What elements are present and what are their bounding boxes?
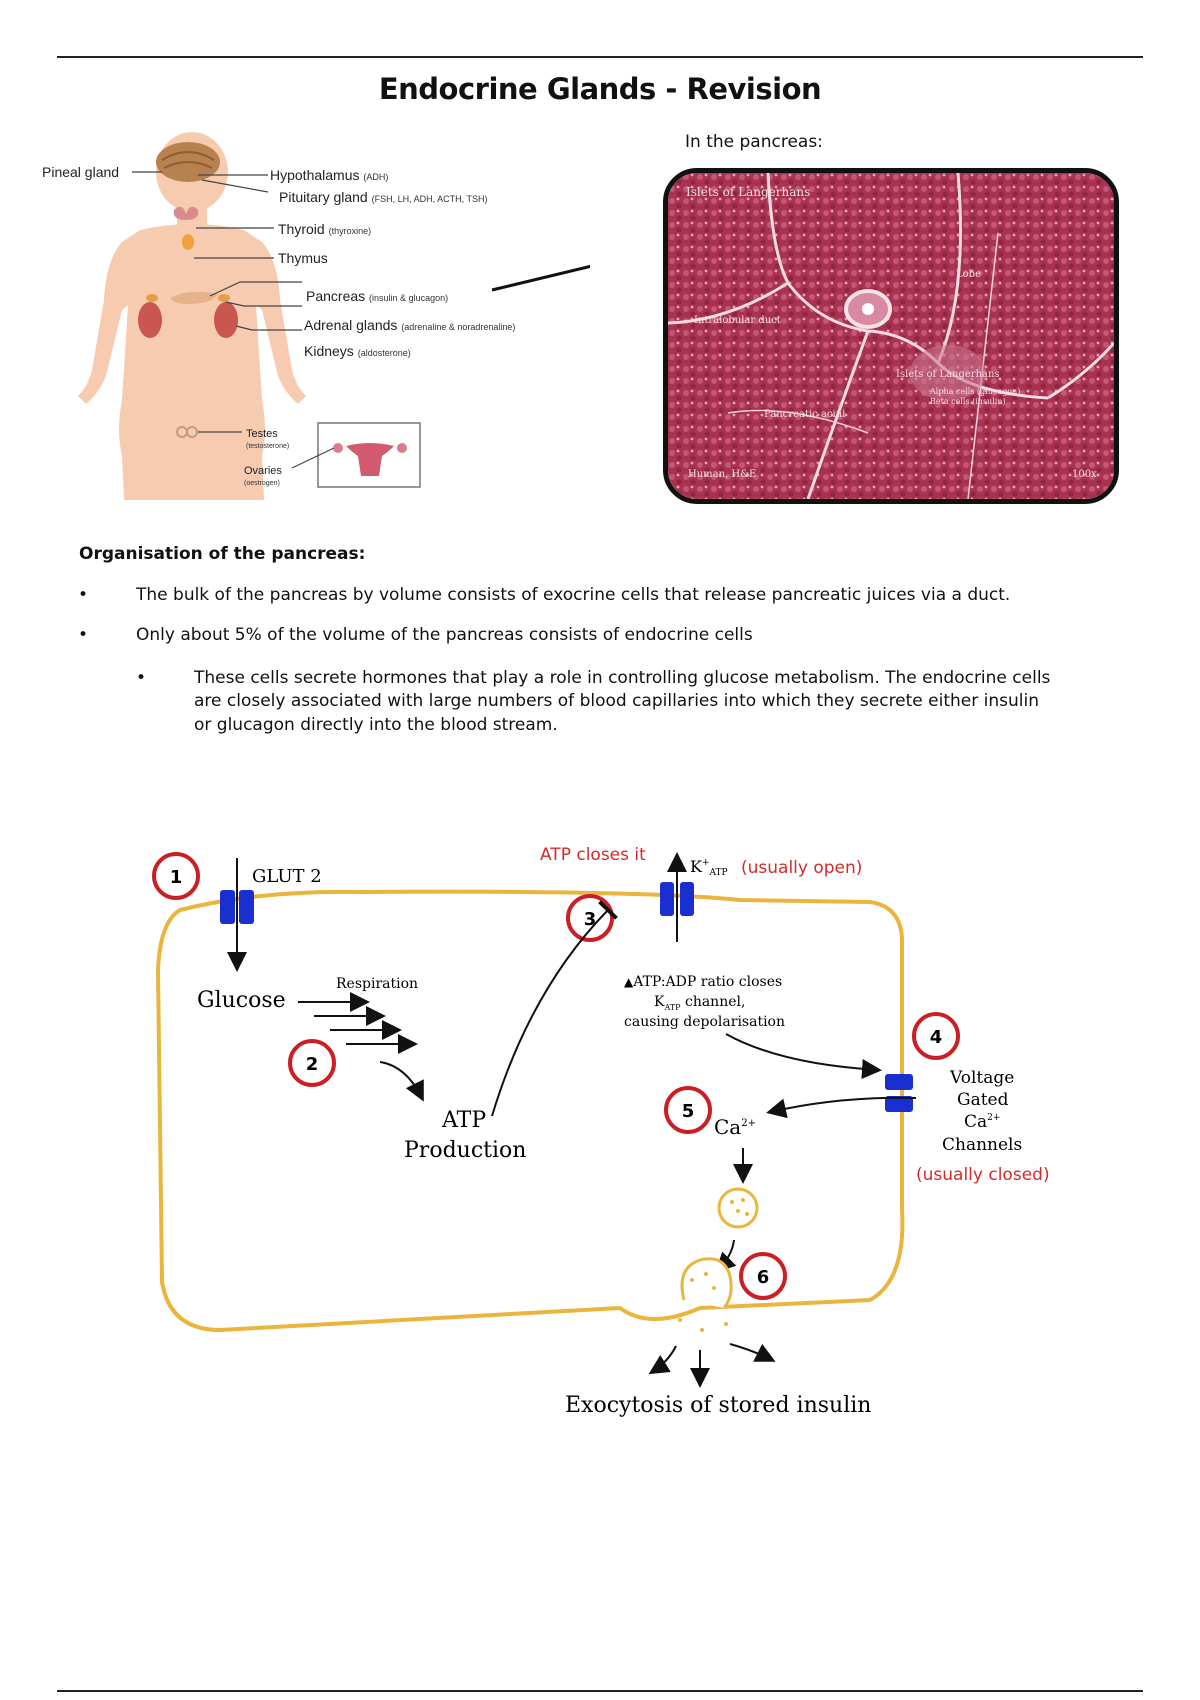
adrenal-icon [146, 294, 158, 302]
sub-bullet-hormones: • These cells secrete hormones that play… [136, 668, 1051, 735]
atp-label: ATP [441, 1108, 486, 1133]
svg-text:3: 3 [584, 909, 597, 930]
label-adrenal: Adrenal glands (adrenaline & noradrenali… [304, 317, 515, 333]
label-ovaries-note: (oestrogen) [244, 480, 280, 487]
svg-text:2: 2 [306, 1054, 319, 1075]
atp-production-label: Production [404, 1138, 526, 1163]
ca-label: Ca2+ [714, 1115, 756, 1139]
svg-text:4: 4 [930, 1027, 943, 1048]
label-pituitary: Pituitary gland (FSH, LH, ADH, ACTH, TSH… [279, 189, 487, 205]
respiration-label: Respiration [336, 976, 418, 992]
ratio-line-2: KATP channel, [654, 994, 745, 1012]
vg-line-3: Ca2+ [964, 1112, 1000, 1132]
svg-text:5: 5 [682, 1101, 695, 1122]
bullet-dot: • [78, 625, 89, 645]
label-hypothalamus: Hypothalamus (ADH) [270, 167, 388, 183]
step-5: 5 [664, 1086, 712, 1134]
pancreas-micrograph: Islets of Langerhans Lobe Intralobular d… [663, 168, 1119, 504]
ratio-line-1: ▲ATP:ADP ratio closes [624, 974, 782, 990]
step-6: 6 [739, 1252, 787, 1300]
top-rule [57, 56, 1143, 58]
usually-closed-label: (usually closed) [916, 1165, 1050, 1185]
insulin-vesicle [717, 1187, 759, 1229]
page-title: Endocrine Glands - Revision [378, 72, 822, 106]
step-2: 2 [288, 1039, 336, 1087]
ratio-line-3: causing depolarisation [624, 1014, 785, 1030]
label-ovaries: Ovaries [244, 465, 282, 477]
bullet-endocrine: • Only about 5% of the volume of the pan… [78, 625, 753, 645]
atp-closes-label: ATP closes it [540, 845, 646, 865]
glucose-label: Glucose [197, 988, 286, 1013]
step-3: 3 [566, 894, 614, 942]
vg-line-1: Voltage [949, 1068, 1014, 1088]
voltage-gated-channel [766, 1074, 917, 1119]
beta-cell-diagram: 1 2 3 4 5 6 GLUT 2 Glucose Respiration A… [152, 845, 1050, 1418]
thymus-icon [182, 234, 194, 250]
katp-channel [660, 852, 694, 942]
vg-line-2: Gated [957, 1090, 1009, 1110]
label-thyroid: Thyroid (thyroxine) [278, 221, 371, 237]
kidney-left-icon [138, 302, 162, 338]
micro-label-alpha: Alpha cells (glucagon) [930, 387, 1021, 396]
label-testes-note: (testosterone) [246, 443, 289, 450]
step-4: 4 [912, 1012, 960, 1060]
exocytosis-label: Exocytosis of stored insulin [565, 1393, 871, 1418]
organisation-heading: Organisation of the pancreas: [79, 544, 366, 564]
cell-membrane [155, 889, 905, 1333]
micro-label-duct: Intralobular duct [694, 315, 781, 326]
micro-label-islets: Islets of Langerhans [686, 185, 811, 199]
usually-open-label: (usually open) [741, 858, 862, 878]
bottom-rule [57, 1690, 1143, 1692]
exocytosis-bud [678, 1257, 733, 1332]
endocrine-body-diagram: Pineal gland Hypothalamus (ADH) Pituitar… [42, 132, 590, 500]
vg-line-4: Channels [942, 1135, 1022, 1155]
respiration-arrows [298, 900, 618, 1117]
pancreas-icon [170, 291, 218, 304]
micro-label-mag: 100x [1072, 469, 1097, 480]
label-pancreas: Pancreas (insulin & glucagon) [306, 288, 448, 304]
label-pineal: Pineal gland [42, 164, 119, 180]
label-testes: Testes [246, 428, 278, 440]
pancreas-heading: In the pancreas: [685, 132, 823, 152]
kidney-right-icon [214, 302, 238, 338]
katp-label: K+ATP [690, 857, 728, 878]
micro-label-lobe: Lobe [956, 269, 981, 280]
glut2-label: GLUT 2 [252, 866, 322, 887]
depolarisation-arrow [725, 1033, 882, 1080]
pointer-arrow [491, 264, 590, 292]
svg-text:1: 1 [170, 867, 183, 888]
glut2-channel [220, 858, 254, 972]
micro-label-islets-2: Islets of Langerhans [896, 369, 1000, 380]
micro-label-beta: Beta cells (insulin) [930, 397, 1006, 406]
thyroid-icon [173, 206, 199, 220]
exocytosis-arrows [648, 1343, 776, 1388]
svg-text:6: 6 [757, 1267, 770, 1288]
step-1: 1 [152, 852, 200, 900]
micro-label-stain: Human, H&E [688, 469, 757, 480]
bullet-dot: • [78, 585, 89, 605]
bullet-dot: • [136, 668, 147, 688]
label-thymus: Thymus [278, 250, 328, 266]
micrograph-tissue [668, 173, 1114, 499]
label-kidneys: Kidneys (aldosterone) [304, 343, 411, 359]
micro-label-acini: Pancreatic acini [764, 409, 846, 420]
bullet-exocrine: • The bulk of the pancreas by volume con… [78, 585, 1011, 605]
